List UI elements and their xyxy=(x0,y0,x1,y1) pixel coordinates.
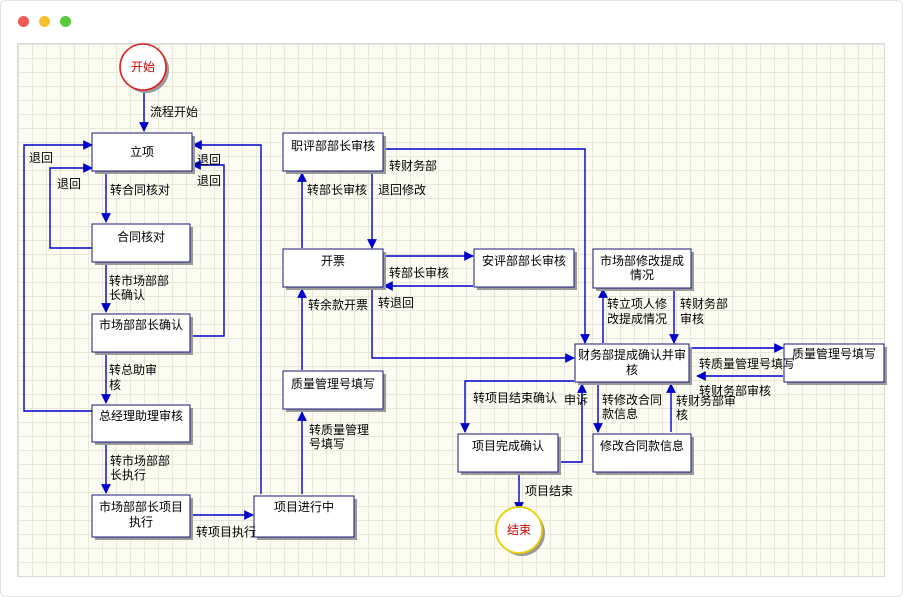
node-zhiliang-left-label: 质量管理号填写 xyxy=(291,376,375,391)
edge-label-zhuan-xiangmu-zhixing: 转项目执行 xyxy=(196,524,256,539)
edge-label-zhuan-lixiangren-1: 转立项人修 xyxy=(607,296,667,311)
edge-label-tuihui-3: 退回 xyxy=(197,153,221,167)
node-shichang-exec-label-2: 执行 xyxy=(129,515,153,529)
node-shichang-confirm-label: 市场部部长确认 xyxy=(99,317,183,332)
node-shichang-modify-label-2: 情况 xyxy=(630,268,654,282)
edge-shichang-back xyxy=(190,160,225,337)
start-node[interactable]: 开始 xyxy=(119,43,169,93)
node-lixiang-label: 立项 xyxy=(130,144,154,159)
edge-zhiping-caiwu xyxy=(383,148,590,344)
close-window-icon[interactable] xyxy=(18,16,29,27)
node-zongjingli[interactable]: 总经理助理审核 xyxy=(91,404,193,445)
node-caiwu-label-1: 财务部提成确认并审 xyxy=(578,347,686,362)
node-zhiping[interactable]: 职评部部长审核 xyxy=(282,132,386,174)
edge-label-tuihui-1: 退回 xyxy=(29,151,53,165)
edge-labels: 流程开始 退回 退回 退回 退回 转合同核对 转市场部部 长确认 转总助审 核 … xyxy=(29,104,795,539)
minimize-window-icon[interactable] xyxy=(39,16,50,27)
edge-label-tuihui-4: 退回 xyxy=(197,174,221,188)
node-zhiliang-left[interactable]: 质量管理号填写 xyxy=(282,370,386,412)
title-bar xyxy=(1,1,902,39)
node-caiwu[interactable]: 财务部提成确认并审 核 xyxy=(574,343,692,385)
edge-caiwu-wancheng xyxy=(460,380,574,433)
node-shichang-modify[interactable]: 市场部修改提成 情况 xyxy=(592,248,694,291)
node-anping-label: 安评部部长审核 xyxy=(482,253,566,268)
node-zhiping-label: 职评部部长审核 xyxy=(291,138,375,153)
node-lixiang[interactable]: 立项 xyxy=(91,132,195,174)
node-shichang-exec-label-1: 市场部部长项目 xyxy=(99,499,183,514)
edge-label-zhuan-zongzhu-1: 转总助审 xyxy=(109,362,157,377)
edge-label-zhuan-lixiangren-2: 改提成情况 xyxy=(607,311,667,326)
maximize-window-icon[interactable] xyxy=(60,16,71,27)
node-wancheng-label: 项目完成确认 xyxy=(472,438,544,453)
edge-label-zhuan-caiwu-top: 转财务部 xyxy=(389,158,437,173)
edge-zongjingli-back xyxy=(23,140,93,412)
node-zhiliang-right-label: 质量管理号填写 xyxy=(792,346,876,361)
node-caiwu-label-2: 核 xyxy=(626,363,638,377)
edge-label-shensu: 申诉 xyxy=(564,393,588,407)
edge-label-liucheng-kaishi: 流程开始 xyxy=(150,104,198,119)
edge-label-zhuan-tuihui: 转退回 xyxy=(378,295,414,310)
node-shichang-modify-label-1: 市场部修改提成 xyxy=(600,253,684,268)
edge-label-zhuan-caiwu-bottom-2: 核 xyxy=(676,408,688,422)
node-zongjingli-label: 总经理助理审核 xyxy=(99,408,183,423)
edge-label-zhuan-buzhang-anping: 转部长审核 xyxy=(389,265,449,280)
edge-kaipiao-caiwu xyxy=(371,289,575,363)
edge-label-zhuan-zongzhu-2: 核 xyxy=(109,378,121,392)
node-shichang-confirm[interactable]: 市场部部长确认 xyxy=(91,313,193,355)
node-jinxing[interactable]: 项目进行中 xyxy=(253,495,357,540)
edge-hetong-back xyxy=(49,163,93,249)
edge-label-zhuan-buzhang: 转部长审核 xyxy=(307,182,367,197)
node-zhiliang-right[interactable]: 质量管理号填写 xyxy=(783,343,887,385)
edge-label-zhuan-caiwu-bottom-1: 转财务部审 xyxy=(676,393,736,408)
node-kaipiao[interactable]: 开票 xyxy=(282,248,386,290)
node-xiugai-hetong-label: 修改合同款信息 xyxy=(600,438,684,453)
edge-label-zhuan-shichang-exec-1: 转市场部部 xyxy=(110,453,170,468)
edge-label-zhuan-yukuan: 转余款开票 xyxy=(308,297,368,312)
node-xiugai-hetong[interactable]: 修改合同款信息 xyxy=(592,433,694,475)
edge-label-zhuan-hetong: 转合同核对 xyxy=(110,182,170,197)
edge-label-zhuan-wancheng: 转项目结束确认 xyxy=(473,390,557,405)
nodes: 开始 立项 合同核对 市场部部长确认 总经理助理审核 xyxy=(91,43,887,556)
edge-label-zhuan-shichang-2: 长确认 xyxy=(109,288,145,302)
end-label: 结束 xyxy=(507,523,531,537)
edge-label-zhuan-shichang-exec-2: 长执行 xyxy=(110,468,146,482)
node-kaipiao-label: 开票 xyxy=(321,254,345,268)
edge-label-tuihui-xiugai: 退回修改 xyxy=(378,182,426,197)
edge-label-zhuan-zhiliang-1: 转质量管理 xyxy=(309,422,369,437)
end-node[interactable]: 结束 xyxy=(495,506,545,556)
node-hetong[interactable]: 合同核对 xyxy=(91,223,193,265)
edge-label-zhuan-zhiliang-right: 转质量管理号填写 xyxy=(699,356,795,371)
start-label: 开始 xyxy=(131,60,155,74)
node-hetong-label: 合同核对 xyxy=(117,229,165,244)
edge-label-zhuan-caiwu-mid-2: 审核 xyxy=(680,311,704,326)
edge-label-xiangmu-jieshu: 项目结束 xyxy=(525,484,573,498)
edge-label-zhuan-caiwu-mid-1: 转财务部 xyxy=(680,296,728,311)
node-shichang-exec[interactable]: 市场部部长项目 执行 xyxy=(91,494,193,540)
edge-label-zhuan-shichang-1: 转市场部部 xyxy=(109,273,169,288)
edge-label-zhuan-caiwu-right: 转财务部审核 xyxy=(699,383,771,398)
edge-label-zhuan-xiugai-hetong-1: 转修改合同 xyxy=(602,392,662,407)
node-anping[interactable]: 安评部部长审核 xyxy=(473,248,577,290)
edge-label-tuihui-2: 退回 xyxy=(57,177,81,191)
node-jinxing-label: 项目进行中 xyxy=(274,499,334,514)
node-wancheng[interactable]: 项目完成确认 xyxy=(457,433,561,475)
edge-jinxing-lixiang xyxy=(192,140,262,494)
edge-label-zhuan-zhiliang-2: 号填写 xyxy=(309,437,345,451)
edge-label-zhuan-xiugai-hetong-2: 款信息 xyxy=(602,406,638,421)
